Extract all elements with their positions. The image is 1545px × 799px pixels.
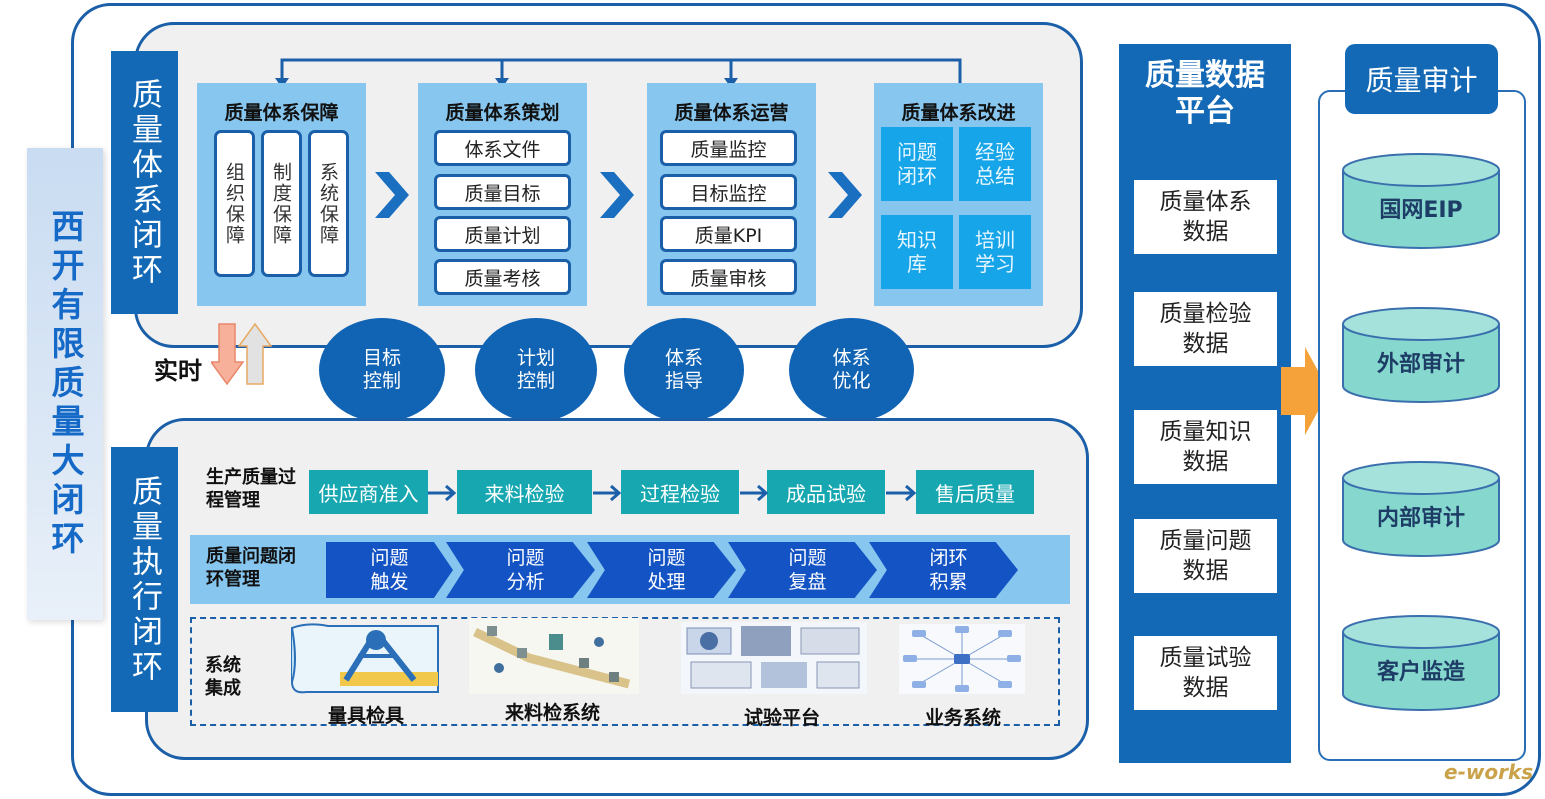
production-step-0: 供应商准入 bbox=[309, 470, 428, 514]
improvement-cell-3: 培训学习 bbox=[959, 215, 1031, 289]
planning-title: 质量体系策划 bbox=[445, 102, 560, 124]
improvement-cell-0: 问题闭环 bbox=[881, 127, 953, 201]
operation-item-2: 质量KPI bbox=[660, 216, 797, 252]
planning-item-2: 质量计划 bbox=[434, 216, 571, 252]
problem-label: 质量问题闭环管理 bbox=[206, 546, 296, 590]
production-step-2: 过程检验 bbox=[621, 470, 739, 514]
operation-title: 质量体系运营 bbox=[674, 102, 789, 124]
improvement-title: 质量体系改进 bbox=[901, 102, 1016, 124]
production-step-3: 成品试验 bbox=[767, 470, 885, 514]
audit-title: 质量审计 bbox=[1345, 44, 1498, 114]
improvement-cell-2: 知识库 bbox=[881, 215, 953, 289]
quality-execution-loop-band: 质量执行闭环 bbox=[111, 447, 178, 712]
test-platform-illustration bbox=[681, 622, 867, 694]
audit-item-external: 外部审计 bbox=[1376, 352, 1465, 377]
assurance-title: 质量体系保障 bbox=[224, 102, 339, 124]
systems-label: 系统集成 bbox=[205, 655, 241, 699]
planning-item-1: 质量目标 bbox=[434, 174, 571, 210]
system-caption-incoming: 来料检系统 bbox=[504, 702, 600, 724]
audit-item-eip: 国网EIP bbox=[1379, 198, 1463, 223]
system-caption-test: 试验平台 bbox=[743, 707, 820, 729]
data-item-test: 质量试验数据 bbox=[1134, 636, 1277, 710]
problem-stage-3: 问题复盘 bbox=[728, 542, 877, 598]
operation-item-1: 目标监控 bbox=[660, 174, 797, 210]
planning-item-0: 体系文件 bbox=[434, 130, 571, 166]
business-system-illustration bbox=[899, 624, 1025, 694]
gauge-illustration bbox=[291, 623, 439, 694]
oval-plan-control: 计划控制 bbox=[475, 318, 597, 422]
operation-item-0: 质量监控 bbox=[660, 130, 797, 166]
quality-system-loop-band: 质量体系闭环 bbox=[111, 51, 178, 314]
assurance-item-rule: 制度保障 bbox=[261, 130, 302, 277]
main-title-text: 西开有限质量大闭环 bbox=[46, 208, 85, 560]
oval-system-guidance: 体系指导 bbox=[624, 318, 744, 422]
system-caption-gauge: 量具检具 bbox=[327, 705, 404, 727]
oval-target-control: 目标控制 bbox=[319, 318, 445, 422]
data-item-inspection: 质量检验数据 bbox=[1134, 292, 1277, 366]
audit-cylinders bbox=[1342, 153, 1500, 711]
data-item-problem: 质量问题数据 bbox=[1134, 519, 1277, 593]
realtime-label: 实时 bbox=[154, 357, 202, 385]
problem-stage-0: 问题触发 bbox=[326, 542, 453, 598]
production-label: 生产质量过程管理 bbox=[206, 467, 296, 511]
system-caption-business: 业务系统 bbox=[924, 707, 1001, 729]
production-arrows bbox=[428, 484, 917, 502]
incoming-inspection-illustration bbox=[469, 618, 639, 694]
e-works-logo: e-works bbox=[1444, 760, 1534, 784]
audit-item-customer: 客户监造 bbox=[1376, 660, 1465, 685]
data-platform-title: 质量数据平台 bbox=[1145, 58, 1265, 129]
data-item-system: 质量体系数据 bbox=[1134, 180, 1277, 254]
flow-arrow-1 bbox=[375, 172, 409, 218]
assurance-item-org: 组织保障 bbox=[214, 130, 255, 277]
production-step-1: 来料检验 bbox=[457, 470, 592, 514]
production-step-4: 售后质量 bbox=[916, 470, 1034, 514]
assurance-item-system: 系统保障 bbox=[308, 130, 349, 277]
flow-arrow-3 bbox=[828, 172, 862, 218]
oval-system-optimization: 体系优化 bbox=[789, 318, 914, 422]
data-item-knowledge: 质量知识数据 bbox=[1134, 410, 1277, 484]
operation-item-3: 质量审核 bbox=[660, 259, 797, 295]
problem-stage-2: 问题处理 bbox=[587, 542, 736, 598]
main-title: 西开有限质量大闭环 bbox=[27, 148, 103, 620]
problem-stage-1: 问题分析 bbox=[446, 542, 595, 598]
improvement-cell-1: 经验总结 bbox=[959, 127, 1031, 201]
feedback-arrows bbox=[275, 58, 962, 90]
realtime-arrows bbox=[211, 322, 273, 386]
flow-arrow-2 bbox=[600, 172, 634, 218]
platform-to-audit-arrow bbox=[1281, 347, 1329, 435]
audit-item-internal: 内部审计 bbox=[1376, 506, 1465, 531]
planning-item-3: 质量考核 bbox=[434, 259, 571, 295]
problem-stage-4: 闭环积累 bbox=[869, 542, 1018, 598]
